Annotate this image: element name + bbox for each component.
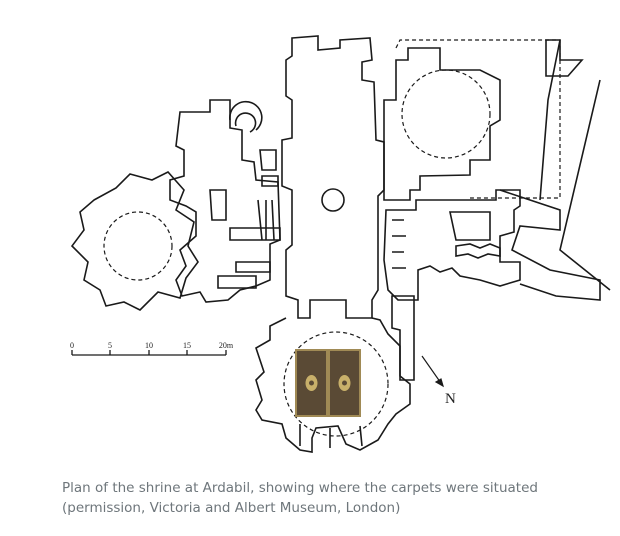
north-arrow-icon xyxy=(421,355,444,388)
dashed-outlines xyxy=(103,39,561,437)
north-label: N xyxy=(445,391,456,407)
scale-bar xyxy=(71,350,227,356)
figure-caption: Plan of the shrine at Ardabil, showing w… xyxy=(62,478,582,518)
scale-tick-20: 20m xyxy=(219,341,234,350)
scale-tick-5: 5 xyxy=(108,341,112,350)
carpets xyxy=(295,349,361,417)
scale-tick-15: 15 xyxy=(183,341,191,350)
scale-tick-0: 0 xyxy=(70,341,74,350)
carpet-right xyxy=(328,349,361,417)
scale-tick-10: 10 xyxy=(145,341,153,350)
shrine-floor-plan: 0 5 10 15 20m N xyxy=(70,35,611,453)
carpet-left xyxy=(295,349,328,417)
caption-line-1: Plan of the shrine at Ardabil, showing w… xyxy=(62,480,538,496)
caption-line-2: (permission, Victoria and Albert Museum,… xyxy=(62,500,401,516)
